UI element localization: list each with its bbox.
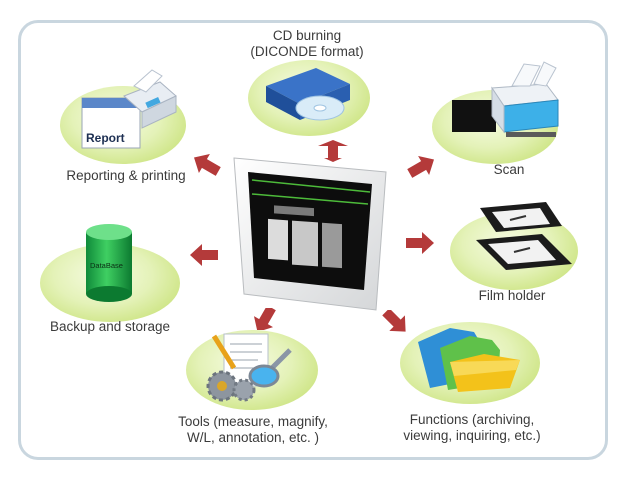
- tools-line2: W/L, annotation, etc. ): [186, 430, 320, 445]
- film-holder-icon: [476, 202, 572, 270]
- cd-drive-icon: [266, 68, 350, 121]
- arrow-to-functions: [380, 310, 410, 332]
- printer-report-icon: Report: [81, 69, 177, 149]
- tools-label: Tools (measure, magnify, W/L, annotation…: [160, 414, 346, 446]
- arrow-to-cd-burning: [318, 140, 348, 162]
- arrow-to-scan: [406, 156, 436, 178]
- backup-label: Backup and storage: [49, 319, 171, 334]
- tools-line1: Tools (measure, magnify,: [178, 414, 328, 429]
- tools-gear-magnifier-icon: [206, 333, 292, 402]
- arrow-to-film-holder: [404, 232, 434, 254]
- film-holder-label: Film holder: [478, 288, 546, 303]
- report-doc-label: Report: [86, 131, 125, 145]
- folders-icon: [418, 328, 520, 392]
- arrow-to-reporting: [192, 154, 222, 176]
- cd-burning-line2: (DICONDE format): [250, 44, 364, 59]
- arrow-to-tools: [250, 308, 280, 330]
- database-label: DataBase: [90, 261, 123, 270]
- arrow-to-backup: [190, 244, 220, 266]
- database-cylinder-icon: DataBase: [86, 224, 132, 302]
- cd-burning-line1: CD burning: [272, 28, 342, 43]
- functions-line2: viewing, inquiring, etc.): [403, 428, 541, 443]
- scanner-icon: [452, 61, 559, 137]
- monitor-icon: [233, 157, 387, 311]
- functions-line1: Functions (archiving,: [409, 412, 535, 427]
- reporting-label: Reporting & printing: [66, 168, 186, 183]
- functions-label: Functions (archiving, viewing, inquiring…: [392, 412, 552, 444]
- scan-label: Scan: [493, 162, 525, 177]
- cd-burning-label: CD burning (DICONDE format): [232, 28, 382, 60]
